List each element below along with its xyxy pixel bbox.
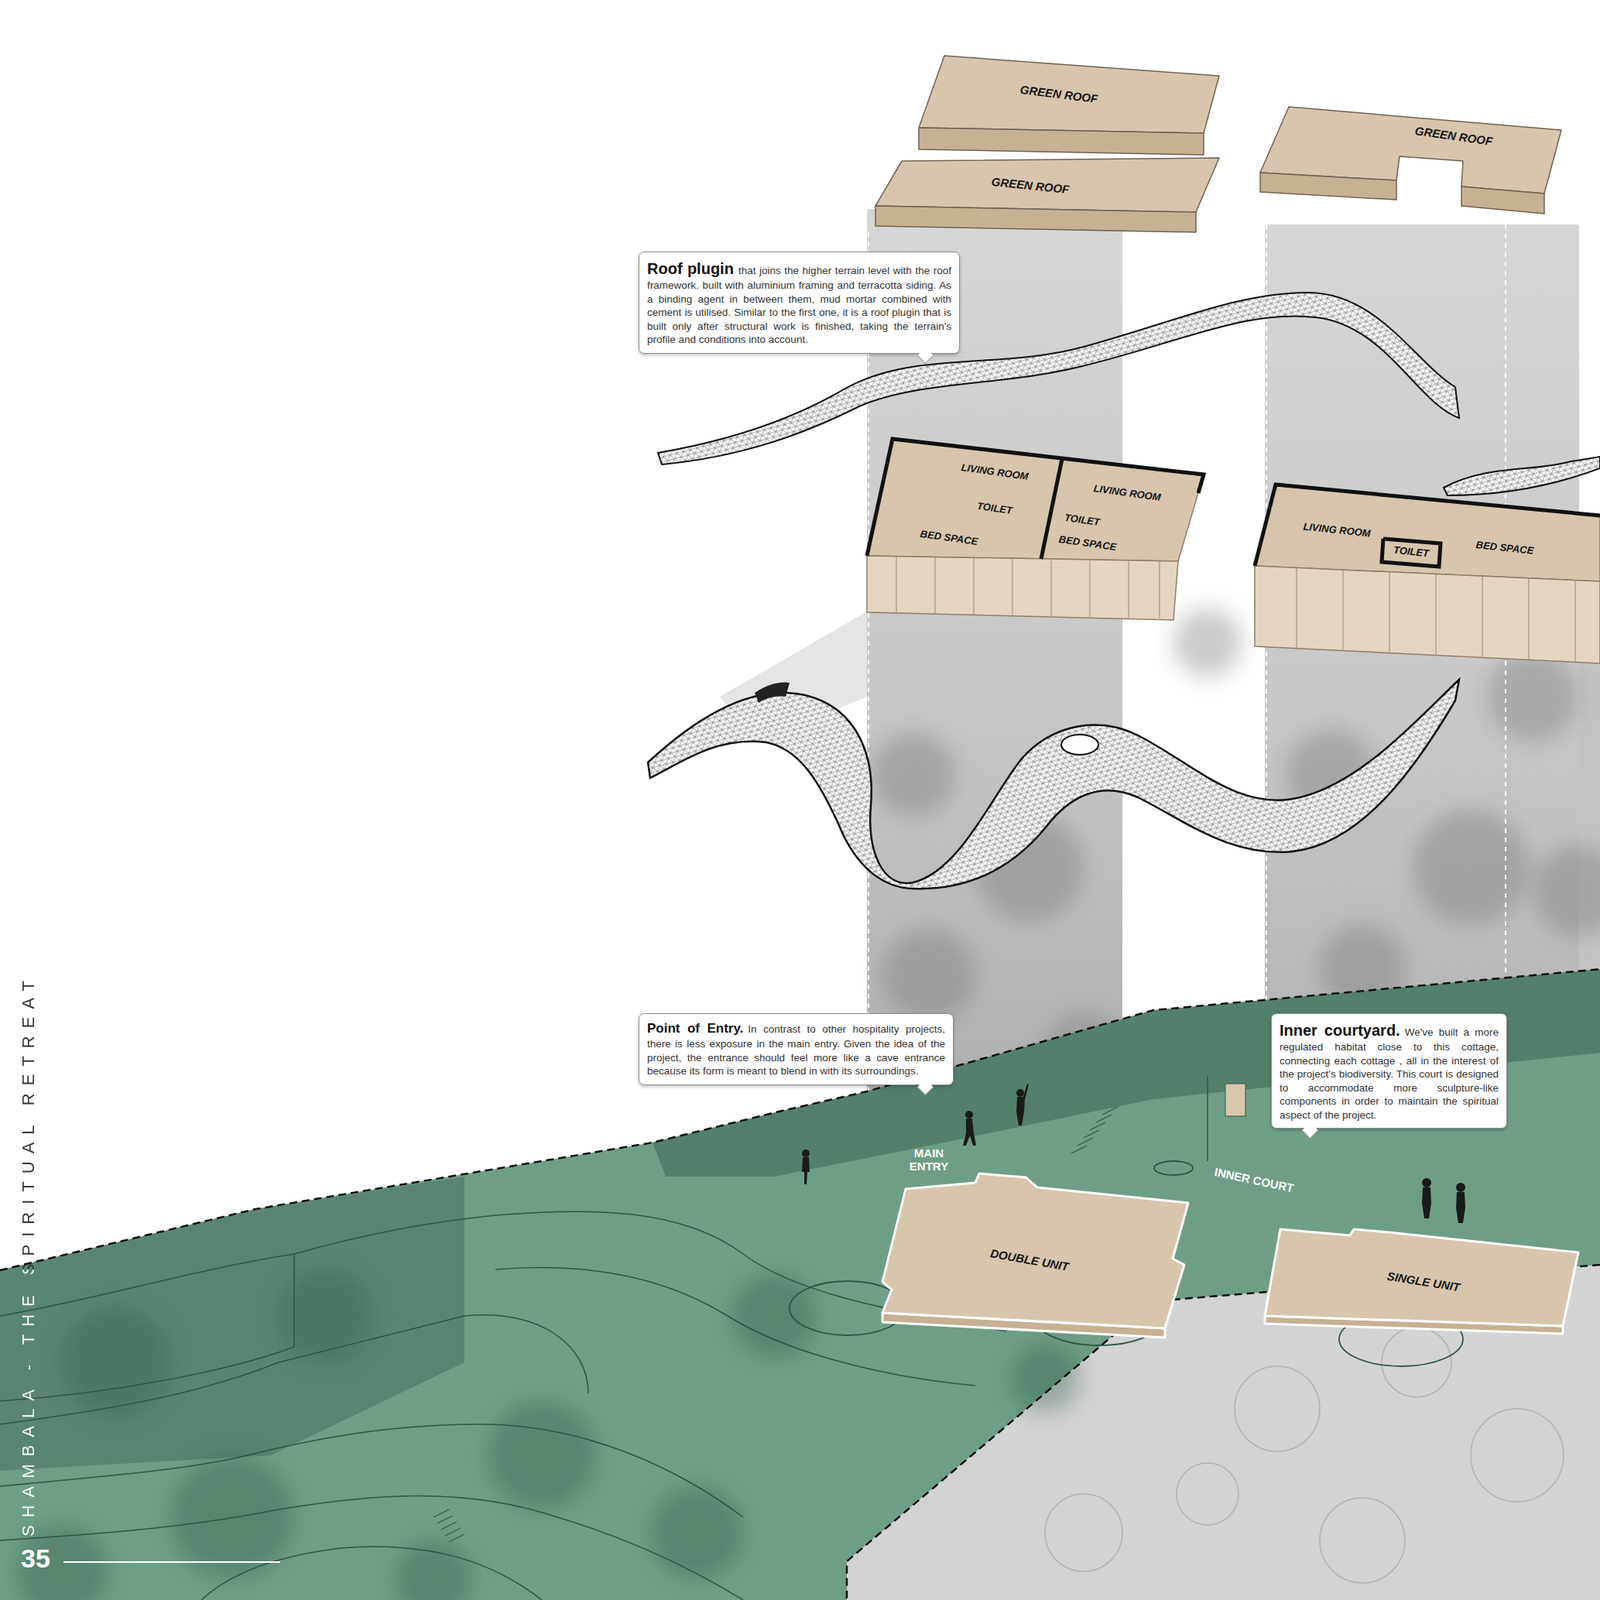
face — [1254, 565, 1600, 664]
mullion — [896, 556, 898, 614]
mullion — [1575, 580, 1577, 662]
site-boundary — [0, 969, 1600, 1271]
mesh-opening — [754, 682, 790, 703]
mullion — [1012, 558, 1014, 616]
wall — [1381, 538, 1441, 567]
face — [866, 438, 1204, 562]
mullion — [1128, 560, 1130, 618]
place-label: MAIN ENTRY — [901, 1147, 956, 1173]
face — [1260, 172, 1397, 200]
green-roof-outline — [1260, 106, 1563, 223]
mullion — [1435, 574, 1437, 656]
unit-footprint: SINGLE UNIT — [1264, 1229, 1579, 1334]
place-label: INNER COURT — [1203, 1163, 1306, 1197]
callout-heading: Roof plugin — [647, 260, 734, 278]
face — [882, 1173, 1189, 1329]
green-roof-outline — [918, 55, 1221, 157]
page-number: 35 — [16, 1544, 55, 1573]
mesh-opening — [1061, 734, 1099, 755]
callout-note: Roof pluginthat joins the higher terrain… — [638, 251, 960, 354]
green-roof-outline — [875, 157, 1220, 236]
mullion — [1389, 572, 1391, 654]
unit-footprint: DOUBLE UNIT — [882, 1173, 1193, 1340]
mullion — [1051, 559, 1052, 617]
mullion — [1482, 576, 1484, 658]
mullion — [1296, 568, 1298, 649]
floor-plan-outline — [865, 438, 1206, 622]
face — [866, 555, 1179, 621]
face — [1254, 484, 1600, 582]
callout-note: Point of Entry.In contrast to other hosp… — [638, 1013, 954, 1086]
contour-lines — [0, 1211, 1007, 1600]
roof-plugin-mesh — [647, 679, 1460, 889]
green-roof: GREEN ROOF — [1260, 106, 1563, 223]
face — [875, 157, 1220, 213]
face — [918, 127, 1204, 155]
mullion — [1089, 560, 1091, 617]
roof-plugin-mesh — [1443, 456, 1600, 496]
page-title: SHAMBALA - THE SPIRITUAL RETREAT — [18, 973, 39, 1537]
mullion — [973, 558, 975, 615]
mullion — [1159, 561, 1161, 619]
floor-plan: LIVING ROOMLIVING ROOMTOILETTOILETBED SP… — [865, 438, 1206, 622]
callout-heading: Inner courtyard. — [1279, 1021, 1401, 1039]
mullion — [1528, 578, 1530, 660]
green-roof: GREEN ROOF — [875, 157, 1220, 236]
wall — [1254, 484, 1600, 566]
mullion — [1343, 570, 1344, 651]
tree-outlines — [1044, 1327, 1564, 1583]
floor-plan: LIVING ROOMTOILETBED SPACE — [1250, 479, 1600, 664]
terrain — [0, 969, 1600, 1600]
wall — [866, 438, 1204, 556]
shrine — [1225, 1083, 1246, 1117]
terrace-wall — [1206, 1075, 1209, 1162]
face — [1264, 1229, 1579, 1326]
callout-note: Inner courtyard.We've built a more regul… — [1271, 1013, 1508, 1129]
callout-heading: Point of Entry. — [647, 1020, 744, 1036]
face — [1461, 186, 1545, 214]
green-roof: GREEN ROOF — [918, 55, 1221, 157]
page-rule — [63, 1561, 281, 1563]
terraces — [0, 1176, 465, 1471]
face — [918, 55, 1220, 134]
face — [875, 205, 1196, 233]
callout-body: We've built a more regulated habitat clo… — [1279, 1026, 1499, 1121]
floor-plan-outline — [1250, 479, 1600, 664]
mullion — [935, 557, 936, 614]
